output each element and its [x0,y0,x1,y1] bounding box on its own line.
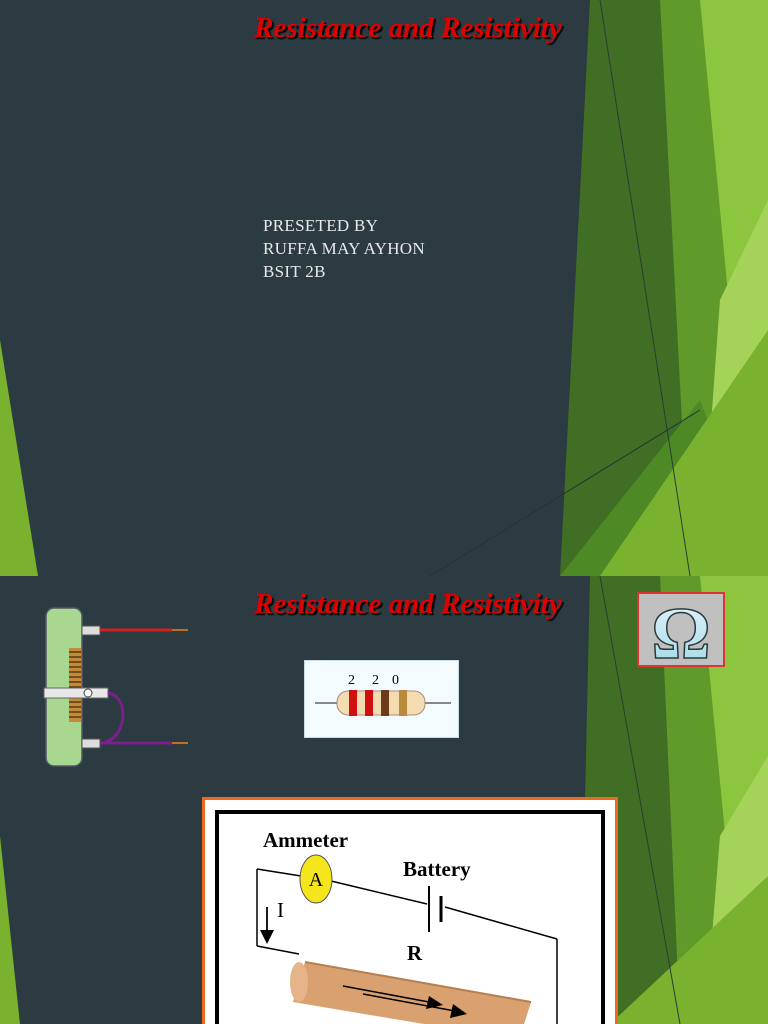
omega-symbol-card: Ω [637,592,725,676]
presenter-section: BSIT 2B [263,262,326,281]
resistor-color-code-card: 2 2 0 [304,660,459,738]
slide-2: Resistance and Resistivity 2 2 0 [0,576,768,1024]
resistor-digit-1: 2 [348,673,355,688]
resistor-illustration: 2 2 0 [315,673,451,716]
circuit-diagram-frame: Ammeter Battery A I R [202,797,618,1024]
slide-title: Resistance and Resistivity [254,12,562,44]
rheostat-illustration [43,607,188,767]
circuit-drawing: Ammeter Battery A I R [256,828,558,1024]
resistor-digit-3: 0 [392,673,399,688]
battery-label: Battery [403,857,471,881]
current-label: I [277,898,284,922]
presenter-block: PRESETED BY RUFFA MAY AYHON BSIT 2B [263,214,425,283]
green-facets-decoration [0,0,768,576]
resistor-digit-2: 2 [372,673,379,688]
slide-1: Resistance and Resistivity PRESETED BY R… [0,0,768,576]
ammeter-symbol: A [309,869,324,891]
omega-icon: Ω [651,592,712,676]
conductor-cylinder [290,961,532,1024]
circuit-diagram: Ammeter Battery A I R [215,810,605,1024]
ammeter-label: Ammeter [263,828,348,852]
presenter-label: PRESETED BY [263,216,379,235]
presenter-name: RUFFA MAY AYHON [263,239,425,258]
omega-glyph: Ω [651,594,710,665]
slide-title: Resistance and Resistivity [254,588,562,620]
resistance-label: R [407,941,423,965]
